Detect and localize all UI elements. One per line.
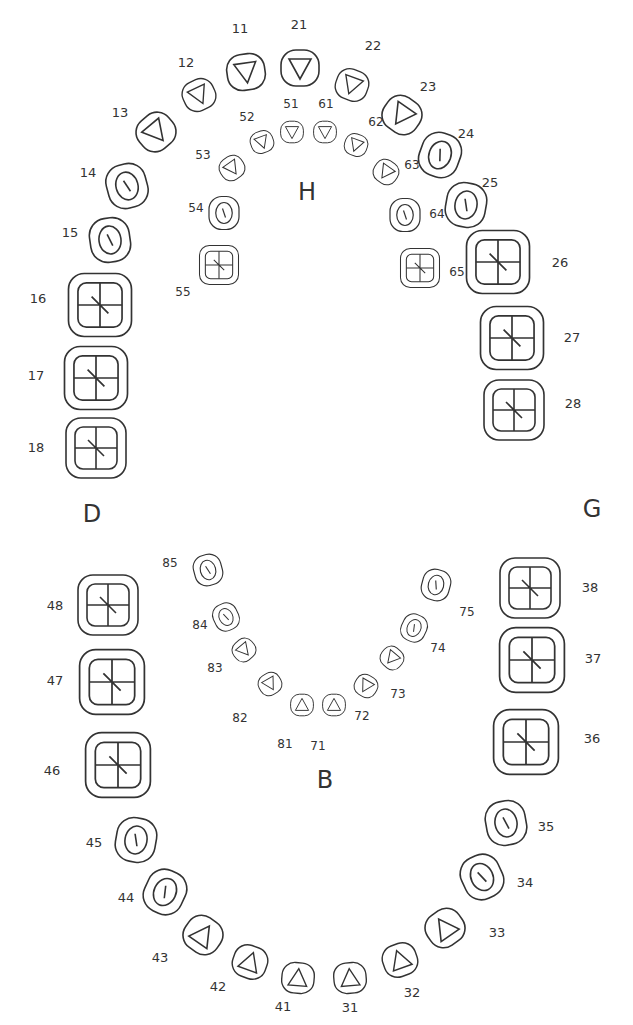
tooth-number: 22: [365, 39, 382, 52]
tooth-number: 73: [390, 688, 405, 700]
tooth-number: 81: [277, 738, 292, 750]
tooth-number: 44: [118, 891, 135, 904]
tooth-number: 35: [538, 820, 555, 833]
quadrant-letter: G: [583, 497, 602, 521]
tooth-number: 27: [564, 331, 581, 344]
tooth-number: 71: [310, 740, 325, 752]
tooth-number: 33: [489, 926, 506, 939]
tooth-number: 82: [232, 712, 247, 724]
tooth-number: 15: [62, 226, 79, 239]
tooth-number: 74: [430, 642, 445, 654]
tooth-number: 85: [162, 557, 177, 569]
tooth-number: 52: [239, 111, 254, 123]
tooth-number: 25: [482, 176, 499, 189]
tooth-number: 54: [188, 202, 203, 214]
quadrant-letter: H: [298, 180, 316, 204]
tooth-number: 24: [458, 127, 475, 140]
tooth-number: 37: [585, 652, 602, 665]
tooth-number: 23: [420, 80, 437, 93]
tooth-number: 46: [44, 764, 61, 777]
tooth-number: 43: [152, 951, 169, 964]
tooth-number: 26: [552, 256, 569, 269]
tooth-number: 62: [368, 116, 383, 128]
tooth-number: 12: [178, 56, 195, 69]
tooth-number: 18: [28, 441, 45, 454]
tooth-number: 16: [30, 292, 47, 305]
tooth-number: 11: [232, 22, 249, 35]
tooth-number: 38: [582, 581, 599, 594]
tooth-number: 53: [195, 149, 210, 161]
tooth-number: 45: [86, 836, 103, 849]
tooth-number: 48: [47, 599, 64, 612]
tooth-number: 72: [354, 710, 369, 722]
tooth-number: 42: [210, 980, 227, 993]
tooth-number: 36: [584, 732, 601, 745]
tooth-number: 41: [275, 1000, 292, 1013]
tooth-number: 14: [80, 166, 97, 179]
quadrant-letter: B: [317, 768, 333, 792]
tooth-number: 34: [517, 876, 534, 889]
quadrant-letter: D: [83, 502, 101, 526]
tooth-number: 83: [207, 662, 222, 674]
tooth-number: 84: [192, 619, 207, 631]
tooth-number: 55: [175, 286, 190, 298]
tooth-number: 47: [47, 674, 64, 687]
tooth-number: 31: [342, 1001, 359, 1014]
tooth-number: 32: [404, 986, 421, 999]
tooth-number: 51: [283, 98, 298, 110]
tooth-number: 21: [291, 18, 308, 31]
tooth-number: 13: [112, 106, 129, 119]
tooth-number: 17: [28, 369, 45, 382]
tooth-number: 64: [429, 208, 444, 220]
tooth-number: 63: [404, 159, 419, 171]
tooth-number: 61: [318, 98, 333, 110]
tooth-number: 28: [565, 397, 582, 410]
tooth-number: 65: [449, 266, 464, 278]
tooth-number: 75: [459, 606, 474, 618]
